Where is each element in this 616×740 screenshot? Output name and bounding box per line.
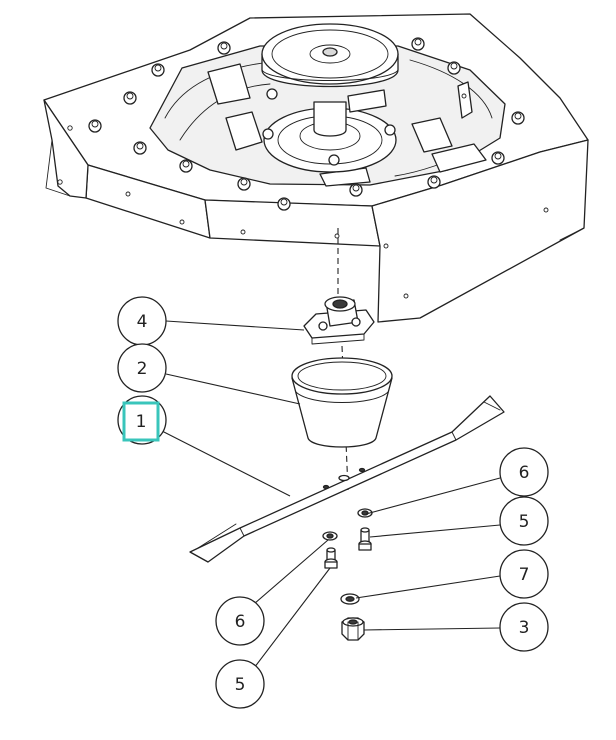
bolt-right-part xyxy=(358,527,372,551)
callout-1: 1 xyxy=(117,395,167,445)
bolt-left-part xyxy=(324,547,338,569)
callout-5-right-label: 5 xyxy=(519,512,530,532)
callout-7: 7 xyxy=(499,549,549,599)
callout-3-label: 3 xyxy=(519,618,530,638)
callout-4: 4 xyxy=(117,296,167,346)
callout-6-left: 6 xyxy=(215,596,265,646)
callout-3: 3 xyxy=(499,602,549,652)
washer-left-part xyxy=(322,531,338,541)
callout-5-left-label: 5 xyxy=(235,675,246,695)
callout-1-label: 1 xyxy=(136,412,147,432)
callout-6-right-label: 6 xyxy=(519,463,530,483)
blade-adapter-part xyxy=(303,296,375,345)
nut-part xyxy=(341,617,365,641)
callout-4-label: 4 xyxy=(137,312,148,332)
callout-1-highlight-box xyxy=(122,401,160,442)
callout-5-left: 5 xyxy=(215,659,265,709)
callout-6-left-label: 6 xyxy=(235,612,246,632)
lock-washer-part xyxy=(340,593,360,605)
cup-spacer-part xyxy=(291,357,393,448)
mower-deck xyxy=(43,13,589,323)
callout-6-right: 6 xyxy=(499,447,549,497)
leader-lines xyxy=(159,320,501,669)
washer-right-part xyxy=(357,508,373,518)
callout-5-right: 5 xyxy=(499,496,549,546)
callout-7-label: 7 xyxy=(519,565,530,585)
callout-2-label: 2 xyxy=(137,359,148,379)
blade-part xyxy=(189,395,505,563)
deck-bolts xyxy=(88,37,525,211)
callout-2: 2 xyxy=(117,343,167,393)
